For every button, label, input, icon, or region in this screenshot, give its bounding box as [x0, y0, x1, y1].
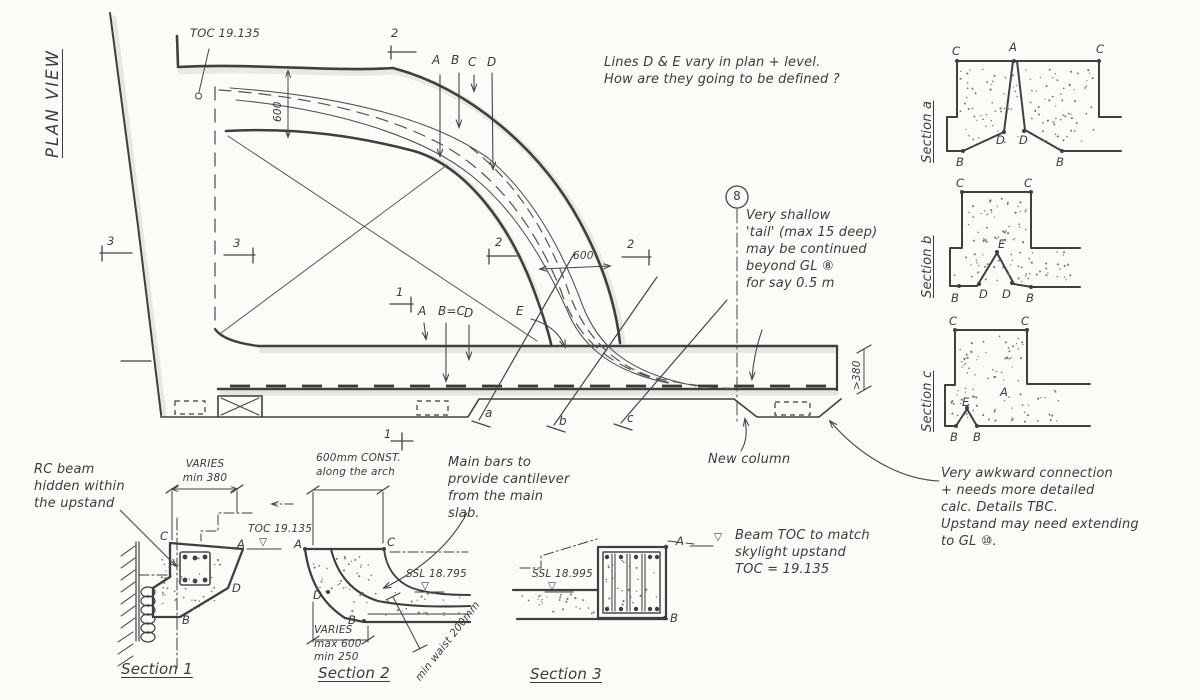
- level-symbol-beam-toc: ▽: [714, 531, 723, 543]
- sec1-label-a: A: [237, 537, 246, 551]
- sec2-label-b: B: [348, 613, 357, 627]
- gridline-bubble-8: 8: [733, 189, 741, 203]
- note-awkward-connection: Very awkward connection + needs more det…: [941, 466, 1139, 549]
- page-title: PLAN VIEW: [43, 49, 62, 158]
- level-symbol-sec3: ▽: [548, 580, 557, 592]
- section-mark-2-right: 2: [627, 237, 635, 251]
- dim-varies-min380: VARIES min 380: [182, 458, 228, 484]
- section-c-title: Section c: [920, 370, 935, 432]
- sec-c-label-a: A: [1000, 385, 1009, 399]
- section-b-title: Section b: [920, 235, 935, 298]
- plan-hidden-lines: [174, 384, 833, 416]
- mid-line-label-d: D: [464, 306, 474, 320]
- sec3-label-b: B: [670, 611, 679, 625]
- sec-a-label-c2: C: [1096, 42, 1105, 56]
- sec3-label-a: A: [676, 534, 685, 548]
- sec-b-label-c1: C: [956, 176, 965, 190]
- section-3-title: Section 3: [530, 665, 602, 683]
- cut-label-b: b: [559, 414, 567, 428]
- section-2-title: Section 2: [318, 664, 390, 682]
- dim-gt380: >380: [851, 360, 863, 390]
- sec1-label-b: B: [182, 613, 191, 627]
- line-label-b: B: [451, 53, 460, 67]
- plan-setting-out-curves: [214, 86, 742, 390]
- section-mark-1-bottom: 1: [384, 427, 392, 441]
- note-lines-de: Lines D & E vary in plan + level. How ar…: [604, 55, 840, 87]
- sec-c-label-c2: C: [1021, 314, 1030, 328]
- plan-toc-label: TOC 19.135: [190, 26, 261, 40]
- right-section-c: [944, 328, 1091, 428]
- section-a-title: Section a: [920, 100, 935, 163]
- detail-section-2: [272, 485, 472, 653]
- detail-section-3: [511, 538, 714, 621]
- section-1-title: Section 1: [121, 660, 193, 678]
- rc-beam-note: RC beam hidden within the upstand: [34, 462, 125, 511]
- ssl-18795-label: SSL 18.795: [406, 568, 467, 580]
- section-mark-3-left: 3: [107, 234, 115, 248]
- level-symbol-sec1: ▽: [259, 536, 268, 548]
- dim-varies-max600: VARIES max 600 min 250: [314, 624, 362, 664]
- rc-beam-leader: [119, 509, 176, 566]
- sec-a-label-d1: D: [996, 133, 1006, 147]
- sec1-toc-label: TOC 19.135: [248, 523, 313, 535]
- mid-line-label-a: A: [418, 304, 427, 318]
- sec-b-label-d1: D: [979, 287, 989, 301]
- new-column-label: New column: [708, 452, 791, 467]
- detail-section-1: [117, 484, 282, 669]
- ssl-18995-label: SSL 18.995: [532, 568, 593, 580]
- line-label-e: E: [516, 304, 524, 318]
- dim-600-const: 600mm CONST. along the arch: [316, 452, 401, 478]
- sec-c-label-c1: C: [949, 314, 958, 328]
- sec-a-label-d2: D: [1019, 133, 1029, 147]
- right-section-a: [946, 59, 1122, 153]
- line-label-a: A: [432, 53, 441, 67]
- sec2-label-d: D: [313, 588, 323, 602]
- section-mark-2-left: 2: [495, 235, 503, 249]
- cut-label-a: a: [485, 406, 493, 420]
- level-symbol-sec2: ▽: [421, 580, 430, 592]
- beam-toc-note: Beam TOC to match skylight upstand TOC =…: [735, 528, 870, 577]
- note-shallow-tail: Very shallow 'tail' (max 15 deep) may be…: [746, 208, 878, 291]
- plan-annotations: [99, 45, 940, 482]
- sec-a-label-c1: C: [952, 44, 961, 58]
- sec-c-label-b2: B: [973, 430, 982, 444]
- section-mark-2-top: 2: [391, 26, 399, 40]
- cut-label-c: c: [627, 411, 634, 425]
- sec-b-label-b1: B: [951, 291, 960, 305]
- sec-a-label-a: A: [1009, 40, 1018, 54]
- sec1-label-d: D: [232, 581, 242, 595]
- dim-600-arch: 600: [573, 250, 594, 262]
- sec-b-label-b2: B: [1026, 291, 1035, 305]
- sec-b-label-d2: D: [1002, 287, 1012, 301]
- sec-b-label-e: E: [998, 237, 1006, 251]
- section-mark-1-mid: 1: [396, 285, 404, 299]
- main-bars-note: Main bars to provide cantilever from the…: [448, 455, 570, 521]
- mid-line-label-bc: B=C: [438, 304, 466, 318]
- line-label-d: D: [487, 55, 497, 69]
- sec-c-label-e: E: [962, 395, 970, 409]
- sec-b-label-c2: C: [1024, 176, 1033, 190]
- right-section-b: [949, 190, 1081, 289]
- sec-a-label-b2: B: [1056, 155, 1065, 169]
- sec2-label-a: A: [294, 537, 303, 551]
- sec-a-label-b1: B: [956, 155, 965, 169]
- sec1-label-c: C: [160, 529, 169, 543]
- sec-c-label-b1: B: [950, 430, 959, 444]
- sec2-label-c: C: [387, 535, 396, 549]
- line-label-c: C: [468, 55, 477, 69]
- section-mark-3-right: 3: [233, 236, 241, 250]
- dim-600-vertical: 600: [272, 101, 284, 122]
